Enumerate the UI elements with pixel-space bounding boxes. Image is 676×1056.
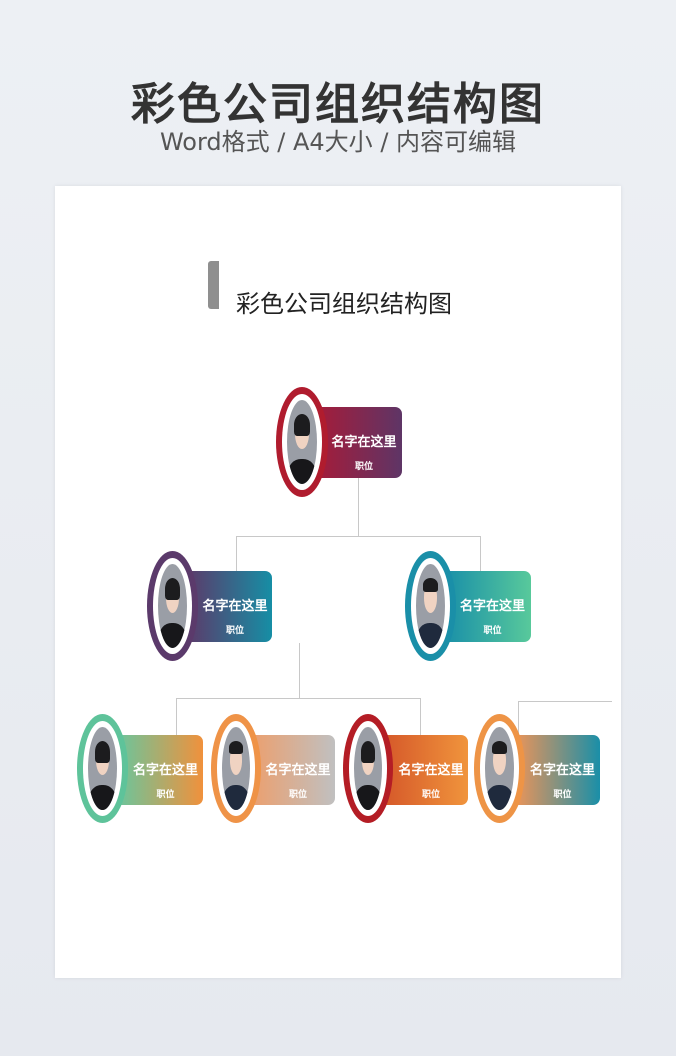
avatar (485, 727, 514, 810)
avatar-ring (77, 714, 128, 823)
node-role: 职位 (156, 790, 175, 800)
avatar (354, 727, 382, 810)
connector-line (518, 701, 519, 735)
connector-line (420, 698, 421, 735)
avatar (416, 564, 445, 648)
node-role: 职位 (288, 790, 307, 800)
node-role: 职位 (225, 626, 244, 636)
node-name: 名字在这里 (265, 763, 331, 778)
node-card: 名字在这里 职位 (446, 571, 531, 642)
avatar-ring (474, 714, 525, 823)
connector-line (236, 536, 481, 537)
connector-line (236, 536, 237, 571)
connector-line (176, 698, 421, 699)
page-subtitle: Word格式 / A4大小 / 内容可编辑 (159, 128, 517, 156)
node-role: 职位 (354, 462, 373, 472)
avatar-ring (211, 714, 261, 823)
avatar-ring (276, 387, 328, 497)
node-name: 名字在这里 (202, 599, 268, 614)
node-role: 职位 (553, 790, 572, 800)
node-card: 名字在这里 职位 (386, 735, 468, 805)
node-role: 职位 (483, 626, 502, 636)
node-role: 职位 (421, 790, 440, 800)
avatar (158, 564, 187, 648)
connector-line (358, 478, 359, 536)
connector-line (518, 701, 612, 702)
node-name: 名字在这里 (331, 435, 397, 450)
node-name: 名字在这里 (459, 599, 525, 614)
node-card: 名字在这里 职位 (517, 735, 600, 805)
node-card: 名字在这里 职位 (253, 735, 335, 805)
avatar-ring (147, 551, 198, 661)
avatar-ring (343, 714, 393, 823)
node-card: 名字在这里 职位 (318, 407, 402, 478)
node-name: 名字在这里 (529, 763, 595, 778)
connector-line (480, 536, 481, 571)
avatar-ring (405, 551, 456, 661)
avatar (88, 727, 117, 810)
page-title: 彩色公司组织结构图 (131, 79, 545, 130)
document-title: 彩色公司组织结构图 (236, 290, 452, 318)
connector-line (299, 643, 300, 698)
connector-line (176, 698, 177, 735)
node-name: 名字在这里 (398, 763, 464, 778)
node-card: 名字在这里 职位 (120, 735, 203, 805)
node-name: 名字在这里 (132, 763, 198, 778)
avatar (287, 400, 317, 484)
avatar (222, 727, 250, 810)
title-accent-bar (208, 261, 219, 309)
node-card: 名字在这里 职位 (190, 571, 272, 642)
